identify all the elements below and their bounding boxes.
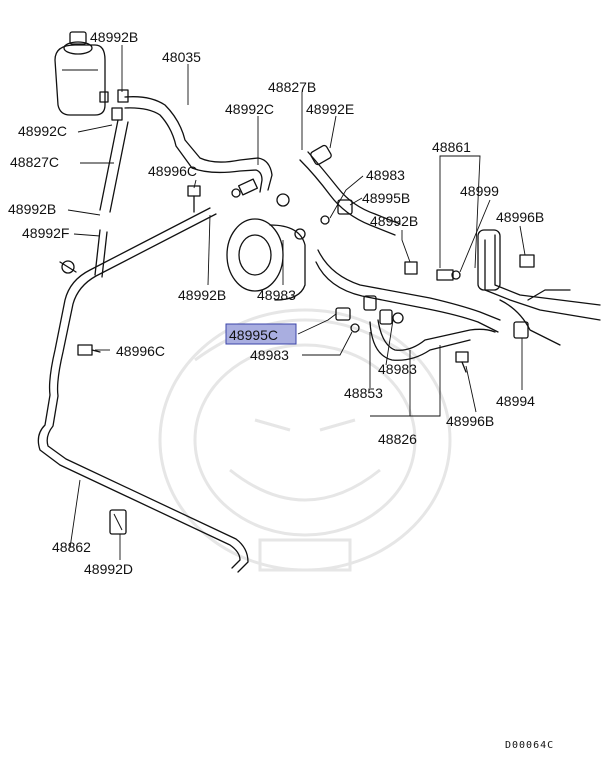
label-48996c-left: 48996C: [116, 343, 165, 359]
clamp-48992d: [109, 509, 127, 535]
watermark-emblem: [158, 308, 452, 572]
label-48861: 48861: [432, 139, 471, 155]
label-48992c-left: 48992C: [18, 123, 67, 139]
label-48983-mid: 48983: [257, 287, 296, 303]
label-48853: 48853: [344, 385, 383, 401]
label-48992f: 48992F: [22, 225, 69, 241]
label-48992b-right: 48992B: [370, 213, 418, 229]
bolt-48996c-left: [77, 344, 101, 356]
suction-hose-48035: [124, 96, 273, 193]
label-48996c-top: 48996C: [148, 163, 197, 179]
label-48827c: 48827C: [10, 154, 59, 170]
leader-lines: [67, 45, 526, 560]
steering-gearbox: [477, 229, 601, 346]
label-48983-low: 48983: [250, 347, 289, 363]
clamp-48992f: [59, 260, 77, 274]
label-48992b-bottom: 48992B: [178, 287, 226, 303]
return-hose-48827b: [299, 144, 401, 236]
label-48827b: 48827B: [268, 79, 316, 95]
label-48826: 48826: [378, 431, 417, 447]
label-48996b-low: 48996B: [446, 413, 494, 429]
label-48983-top: 48983: [366, 167, 405, 183]
label-48995c-highlighted: 48995C: [229, 327, 278, 343]
bolt-48996b-low: [455, 351, 469, 373]
label-48992e: 48992E: [306, 101, 354, 117]
label-48035: 48035: [162, 49, 201, 65]
label-48992d: 48992D: [84, 561, 133, 577]
label-48862: 48862: [52, 539, 91, 555]
diagram-code: D00064C: [505, 740, 554, 751]
label-48992c-mid: 48992C: [225, 101, 274, 117]
label-48994: 48994: [496, 393, 535, 409]
hose-48827c: [99, 119, 129, 213]
pressure-line-48862: [37, 207, 249, 573]
bolt-48996c-top: [187, 185, 201, 213]
label-48992b-left: 48992B: [8, 201, 56, 217]
callout-labels: 48992B 48035 48827B 48992C 48992E 48992C…: [8, 29, 554, 751]
label-48999: 48999: [460, 183, 499, 199]
reservoir-tank: [54, 31, 106, 116]
hose-clamps-top: [99, 89, 129, 121]
highlight-box-48995c: [225, 323, 297, 345]
pump-assembly: [226, 178, 306, 301]
label-48995b: 48995B: [362, 190, 410, 206]
label-48992b-top: 48992B: [90, 29, 138, 45]
label-48983-right: 48983: [378, 361, 417, 377]
label-48996b-right: 48996B: [496, 209, 544, 225]
